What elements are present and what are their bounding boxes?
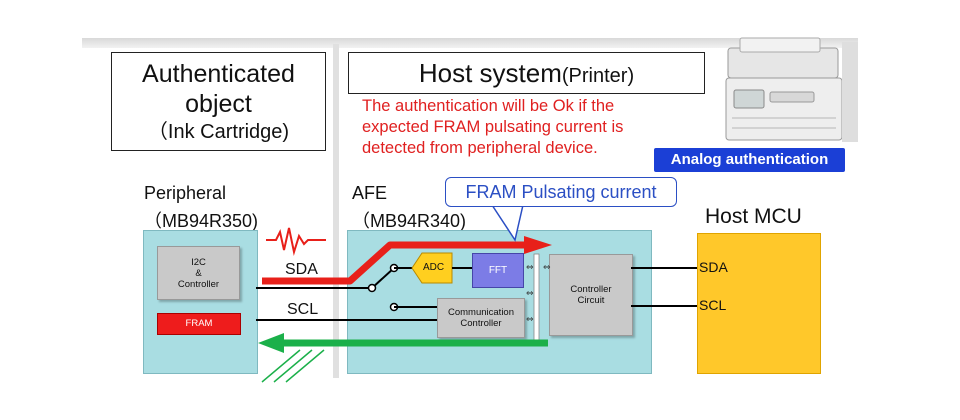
fft-block: FFT	[472, 253, 524, 288]
note-line3: detected from peripheral device.	[362, 139, 598, 157]
top-strip	[82, 38, 858, 48]
note-line1: The authentication will be Ok if the	[362, 97, 615, 115]
svg-text:⇔: ⇔	[543, 263, 551, 273]
svg-text:⇔: ⇔	[526, 263, 534, 273]
host-mcu-block	[697, 233, 821, 374]
authentication-note: The authentication will be Ok if the exp…	[362, 96, 702, 159]
comm-line2: Controller	[460, 318, 502, 329]
i2c-line2: &	[195, 267, 202, 279]
fram-pulsating-current-callout: FRAM Pulsating current	[445, 177, 677, 207]
i2c-line3: Controller	[177, 278, 220, 290]
comm-line1: Communication	[448, 307, 514, 318]
authenticated-object-line2: object	[185, 90, 252, 118]
red-current-arrow	[262, 241, 525, 285]
printer-icon	[725, 37, 858, 142]
pulse-waveform	[266, 227, 326, 256]
red-arrow-head	[524, 236, 552, 254]
afe-part: （MB94R340)	[352, 211, 467, 231]
ctrl-line2: Circuit	[577, 295, 605, 306]
peripheral-part: （MB94R350)	[144, 211, 259, 231]
adc-label: ADC	[423, 262, 445, 273]
peripheral-label: Peripheral	[144, 183, 227, 203]
mcu-sda-pin: SDA	[699, 259, 728, 275]
svg-text:⇔: ⇔	[526, 315, 534, 325]
note-line2: expected FRAM pulsating current is	[362, 118, 624, 136]
i2c-line1: I2C	[191, 256, 206, 268]
authenticated-object-box: Authenticated object （Ink Cartridge)	[111, 52, 326, 151]
authenticated-object-line3: （Ink Cartridge)	[147, 121, 290, 143]
analog-authentication-badge: Analog authentication	[654, 148, 845, 172]
i2c-controller-block: I2C & Controller	[157, 246, 240, 300]
scl-bus-label: SCL	[287, 301, 319, 318]
afe-label: AFE	[352, 183, 388, 203]
internal-bus-bar	[533, 253, 540, 347]
host-system-title: Host system	[418, 58, 562, 88]
green-arrow-head	[258, 333, 284, 353]
authenticated-object-line1: Authenticated	[142, 60, 295, 88]
host-mcu-label: Host MCU	[705, 205, 802, 228]
svg-text:⇔: ⇔	[526, 289, 534, 299]
section-divider	[333, 44, 339, 378]
switch-arm	[371, 267, 395, 289]
switch-node	[367, 283, 377, 293]
ctrl-line1: Controller	[570, 284, 612, 295]
sda-bus-label: SDA	[285, 261, 318, 278]
mcu-scl-pin: SCL	[699, 297, 727, 313]
fram-block: FRAM	[157, 313, 241, 335]
host-system-box: Host system(Printer)	[348, 52, 705, 94]
controller-circuit-block: Controller Circuit	[549, 254, 633, 336]
host-system-subtitle: (Printer)	[561, 65, 635, 87]
communication-controller-block: Communication Controller	[437, 298, 525, 338]
